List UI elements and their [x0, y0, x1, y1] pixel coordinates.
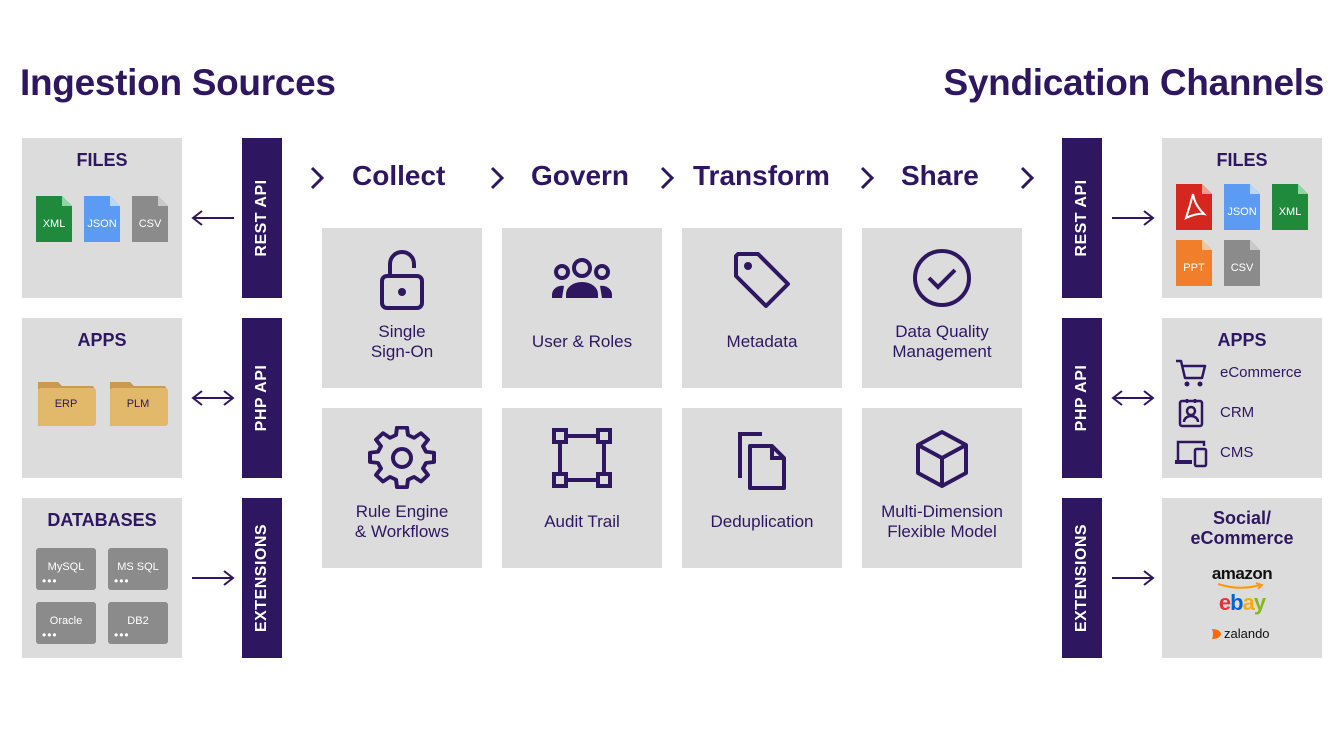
left-extensions-bar: EXTENSIONS [242, 498, 282, 658]
tile-user-roles: User & Roles [502, 228, 662, 388]
right-social-box: Social/ eCommerce amazon ebay ebay zalan… [1162, 498, 1322, 658]
chevron-right-icon [1020, 166, 1034, 190]
left-apps-box: APPS ERP PLM [22, 318, 182, 478]
chevron-right-icon [660, 166, 674, 190]
social-title-line1: Social/ [1212, 508, 1272, 528]
step-share: Share [901, 160, 979, 191]
tile-metadata: Metadata [682, 228, 842, 388]
tile-deduplication: Deduplication [682, 408, 842, 568]
step-transform: Transform [693, 160, 830, 191]
tile-data-quality: Data Quality Management [862, 228, 1022, 388]
right-apps-box: APPS eCommerce CRM CMS [1162, 318, 1322, 478]
app-ecommerce: eCommerce [1174, 358, 1320, 388]
ebay-logo: ebay ebay [1218, 590, 1266, 615]
app-crm: CRM [1174, 398, 1320, 428]
ingestion-sources-title: Ingestion Sources [20, 62, 336, 103]
copy-icon [738, 432, 786, 490]
db2-database: DB2••• [108, 602, 168, 644]
app-cms: CMS [1174, 438, 1320, 468]
left-databases-box: DATABASES MySQL••• MS SQL••• Oracle••• D… [22, 498, 182, 658]
tile-single-sign-on: Single Sign-On [322, 228, 482, 388]
mysql-database: MySQL••• [36, 548, 96, 590]
oracle-database: Oracle••• [36, 602, 96, 644]
zalando-icon [1212, 629, 1221, 639]
ppt-file-icon: PPT [1176, 240, 1212, 286]
devices-icon [1175, 440, 1208, 468]
contact-card-icon [1178, 399, 1204, 428]
chevron-right-icon [310, 166, 324, 190]
social-title-line2: eCommerce [1190, 528, 1294, 548]
pdf-file-icon [1176, 184, 1212, 230]
tag-icon [734, 252, 790, 308]
plm-folder-icon: PLM [108, 378, 168, 426]
right-files-title: FILES [1216, 150, 1268, 170]
json-file-icon: JSON [1224, 184, 1260, 230]
tile-audit-trail: Audit Trail [502, 408, 662, 568]
gear-icon [368, 426, 436, 489]
zalando-logo: zalando [1210, 626, 1320, 642]
cart-icon [1176, 359, 1207, 387]
left-php-api-bar: PHP API [242, 318, 282, 478]
right-extensions-bar: EXTENSIONS [1062, 498, 1102, 658]
json-file-icon: JSON [84, 196, 120, 242]
left-databases-title: DATABASES [47, 510, 157, 530]
arrow-right-icon [192, 570, 235, 586]
step-collect: Collect [352, 160, 446, 191]
amazon-logo: amazon [1162, 564, 1322, 590]
arrow-right-icon [1112, 210, 1155, 226]
right-files-box: FILES JSON XML PPT CSV [1162, 138, 1322, 298]
users-icon [552, 258, 612, 298]
left-apps-title: APPS [77, 330, 127, 350]
check-circle-icon [913, 249, 971, 307]
left-rest-api-bar: REST API [242, 138, 282, 298]
tile-rule-engine: Rule Engine & Workflows [322, 408, 482, 568]
arrow-right-icon [1112, 570, 1155, 586]
arrow-both-icon [1111, 390, 1155, 406]
xml-file-icon: XML [36, 196, 72, 242]
right-php-api-bar: PHP API [1062, 318, 1102, 478]
csv-file-icon: CSV [132, 196, 168, 242]
arrow-both-icon [191, 390, 235, 406]
xml-file-icon: XML [1272, 184, 1308, 230]
amazon-smile-icon [1217, 582, 1264, 590]
frame-icon [552, 428, 612, 488]
right-rest-api-bar: REST API [1062, 138, 1102, 298]
csv-file-icon: CSV [1224, 240, 1260, 286]
arrow-left-icon [191, 210, 234, 226]
lock-open-icon [380, 250, 424, 310]
left-files-title: FILES [76, 150, 128, 170]
erp-folder-icon: ERP [36, 378, 96, 426]
mssql-database: MS SQL••• [108, 548, 168, 590]
syndication-channels-title: Syndication Channels [943, 62, 1324, 103]
tile-multi-dimension: Multi-Dimension Flexible Model [862, 408, 1022, 568]
right-apps-title: APPS [1217, 330, 1267, 350]
left-files-box: FILES XML JSON CSV [22, 138, 182, 298]
step-govern: Govern [531, 160, 630, 191]
cube-icon [916, 430, 968, 488]
chevron-right-icon [860, 166, 874, 190]
chevron-right-icon [490, 166, 504, 190]
